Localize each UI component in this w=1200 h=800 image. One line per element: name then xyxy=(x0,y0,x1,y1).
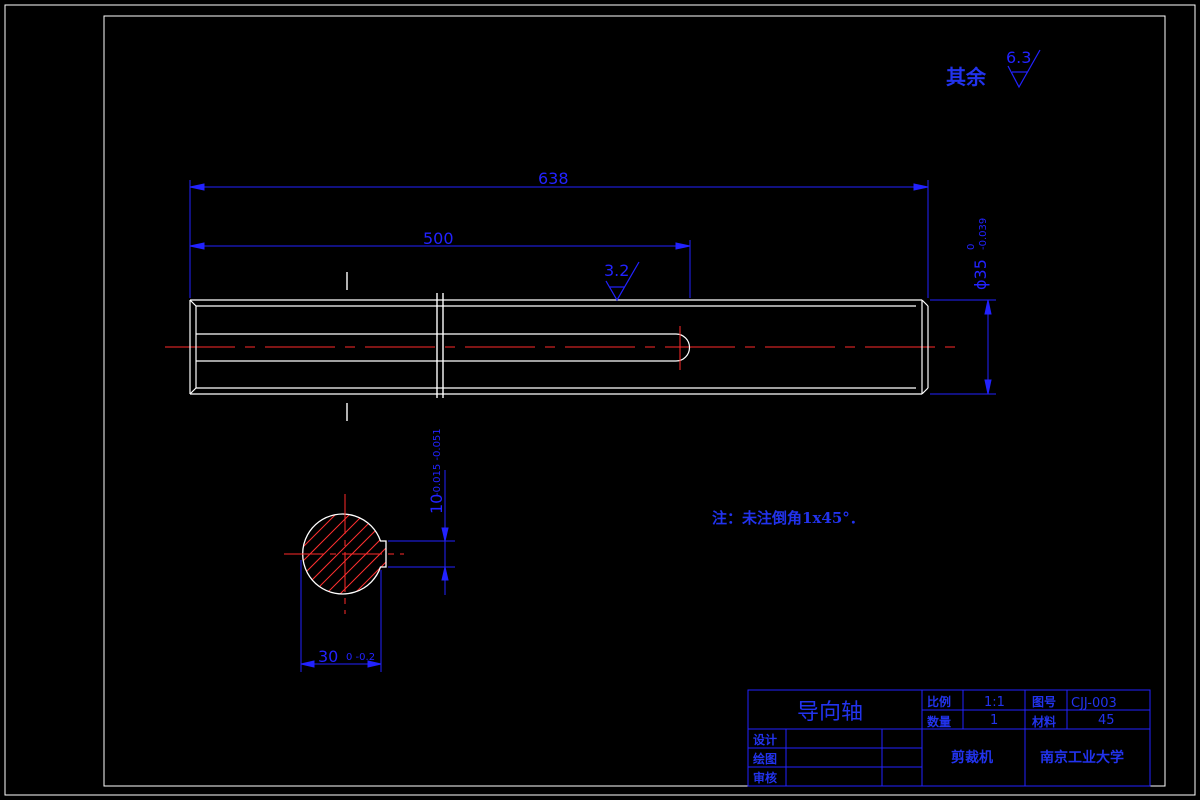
dim-section-depth-tol: 0 -0.2 xyxy=(346,652,375,663)
chamfer-note: 注：未注倒角1x45°． xyxy=(712,509,865,527)
dim-keyway xyxy=(189,240,691,298)
general-roughness-symbol xyxy=(1007,49,1041,89)
dim-section-depth-text: 30 xyxy=(318,647,338,666)
material-value: 45 xyxy=(1098,713,1115,728)
scale-label: 比例 xyxy=(927,694,951,709)
dim-overall-text: 638 xyxy=(538,169,569,188)
part-name: 导向轴 xyxy=(797,700,863,725)
section-view xyxy=(284,494,404,614)
scale-value: 1:1 xyxy=(984,695,1005,710)
drawing-label: 绘图 xyxy=(753,751,777,766)
dim-key-width-tol: -0.015 -0.051 xyxy=(432,428,443,496)
quantity-label: 数量 xyxy=(927,714,951,729)
dim-overall xyxy=(189,180,929,298)
title-block xyxy=(747,689,1151,787)
dim-keyway-text: 500 xyxy=(423,229,454,248)
dim-diameter-tol-lower: -0.039 xyxy=(978,218,989,250)
quantity-value: 1 xyxy=(990,713,998,728)
design-label: 设计 xyxy=(753,732,777,747)
general-roughness-label: 其余 xyxy=(946,65,987,89)
section-cut xyxy=(346,272,444,421)
drawing-no: CJJ-003 xyxy=(1071,696,1117,711)
material-label: 材料 xyxy=(1031,714,1056,729)
dim-diameter-text: ϕ35 xyxy=(971,259,990,290)
dim-diameter-tol-upper: 0 xyxy=(966,244,977,250)
sheet-inner-border xyxy=(103,15,1166,787)
dim-key-width xyxy=(388,470,455,595)
dim-section-depth xyxy=(300,560,382,672)
assembly-name: 剪裁机 xyxy=(951,749,993,766)
shaft-outline xyxy=(189,299,929,395)
keyway-roughness-symbol xyxy=(605,261,640,302)
section-outline xyxy=(302,513,387,595)
keyway-roughness-value: 3.2 xyxy=(604,261,629,280)
review-label: 审核 xyxy=(753,770,777,785)
drawing-no-label: 图号 xyxy=(1032,694,1056,709)
school-name: 南京工业大学 xyxy=(1040,749,1124,766)
dim-diameter xyxy=(930,299,996,395)
dim-key-width-text: 10 xyxy=(427,494,446,514)
general-roughness-value: 6.3 xyxy=(1006,48,1031,67)
keyway-slot xyxy=(196,333,691,362)
sheet-outer-border xyxy=(4,4,1196,796)
